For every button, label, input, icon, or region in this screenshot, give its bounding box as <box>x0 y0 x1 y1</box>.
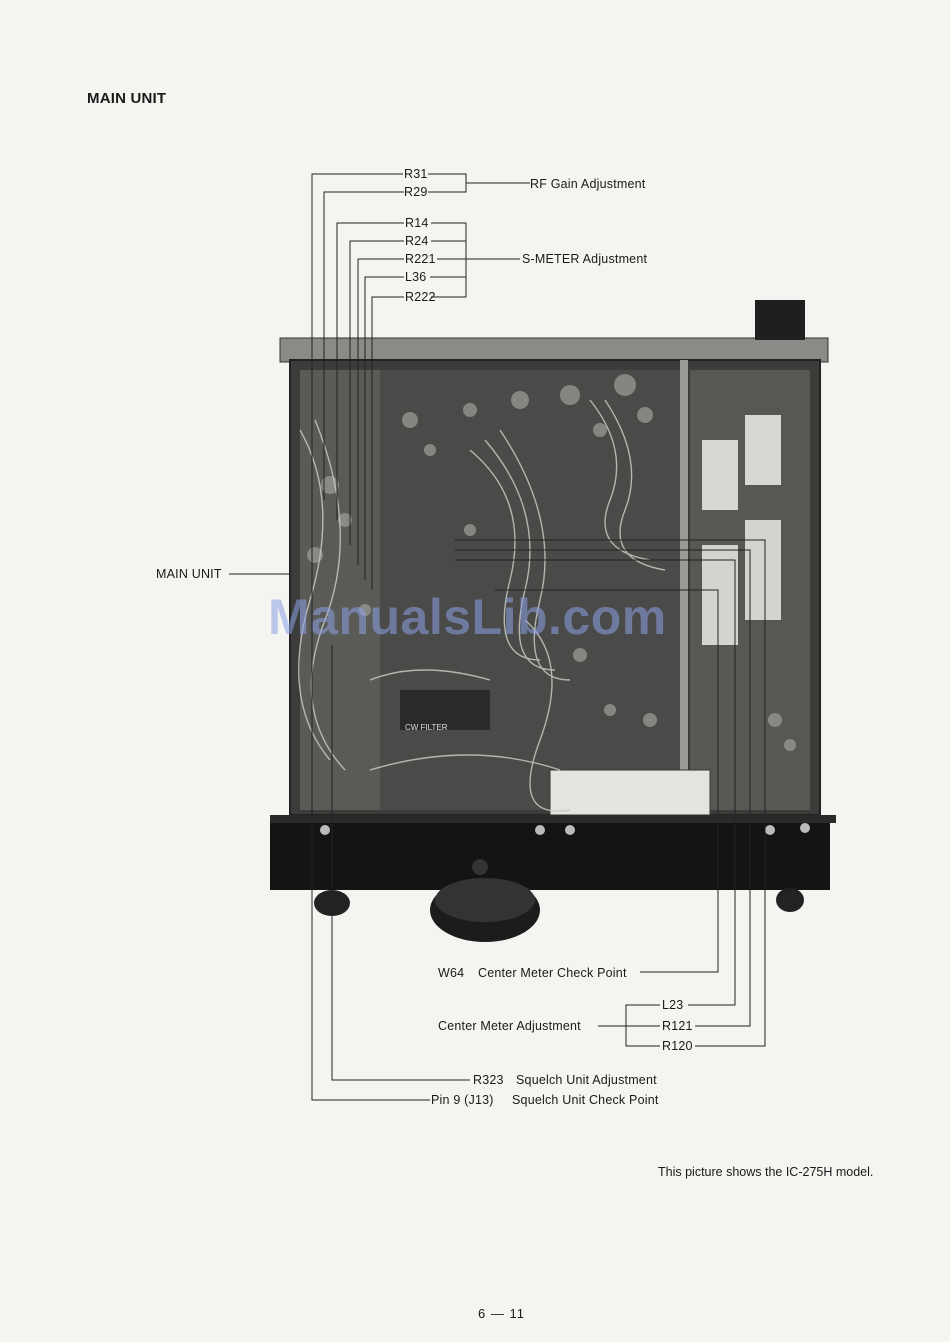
label-main-unit: MAIN UNIT <box>156 567 222 581</box>
label-squelch-unit-adjustment: Squelch Unit Adjustment <box>516 1073 657 1087</box>
label-l36: L36 <box>405 270 426 284</box>
label-r24: R24 <box>405 234 429 248</box>
label-r31: R31 <box>404 167 428 181</box>
label-pin9-j13: Pin 9 (J13) <box>431 1093 494 1107</box>
label-squelch-unit-check-point: Squelch Unit Check Point <box>512 1093 659 1107</box>
watermark: ManualsLib.com <box>268 588 667 646</box>
label-w64: W64 <box>438 966 464 980</box>
label-r121: R121 <box>662 1019 693 1033</box>
photo-caption: This picture shows the IC-275H model. <box>658 1165 873 1179</box>
label-r323: R323 <box>473 1073 504 1087</box>
label-r222: R222 <box>405 290 436 304</box>
label-r221: R221 <box>405 252 436 266</box>
label-r120: R120 <box>662 1039 693 1053</box>
label-l23: L23 <box>662 998 683 1012</box>
cw-filter-label: CW FILTER <box>405 723 448 732</box>
label-center-meter-check-point: Center Meter Check Point <box>478 966 627 980</box>
section-title: MAIN UNIT <box>87 90 166 107</box>
label-center-meter-adjustment: Center Meter Adjustment <box>438 1019 581 1033</box>
label-smeter-adjustment: S-METER Adjustment <box>522 252 647 266</box>
label-r29: R29 <box>404 185 428 199</box>
label-rf-gain-adjustment: RF Gain Adjustment <box>530 177 645 191</box>
label-r14: R14 <box>405 216 429 230</box>
page-number: 6 — 11 <box>478 1306 525 1321</box>
